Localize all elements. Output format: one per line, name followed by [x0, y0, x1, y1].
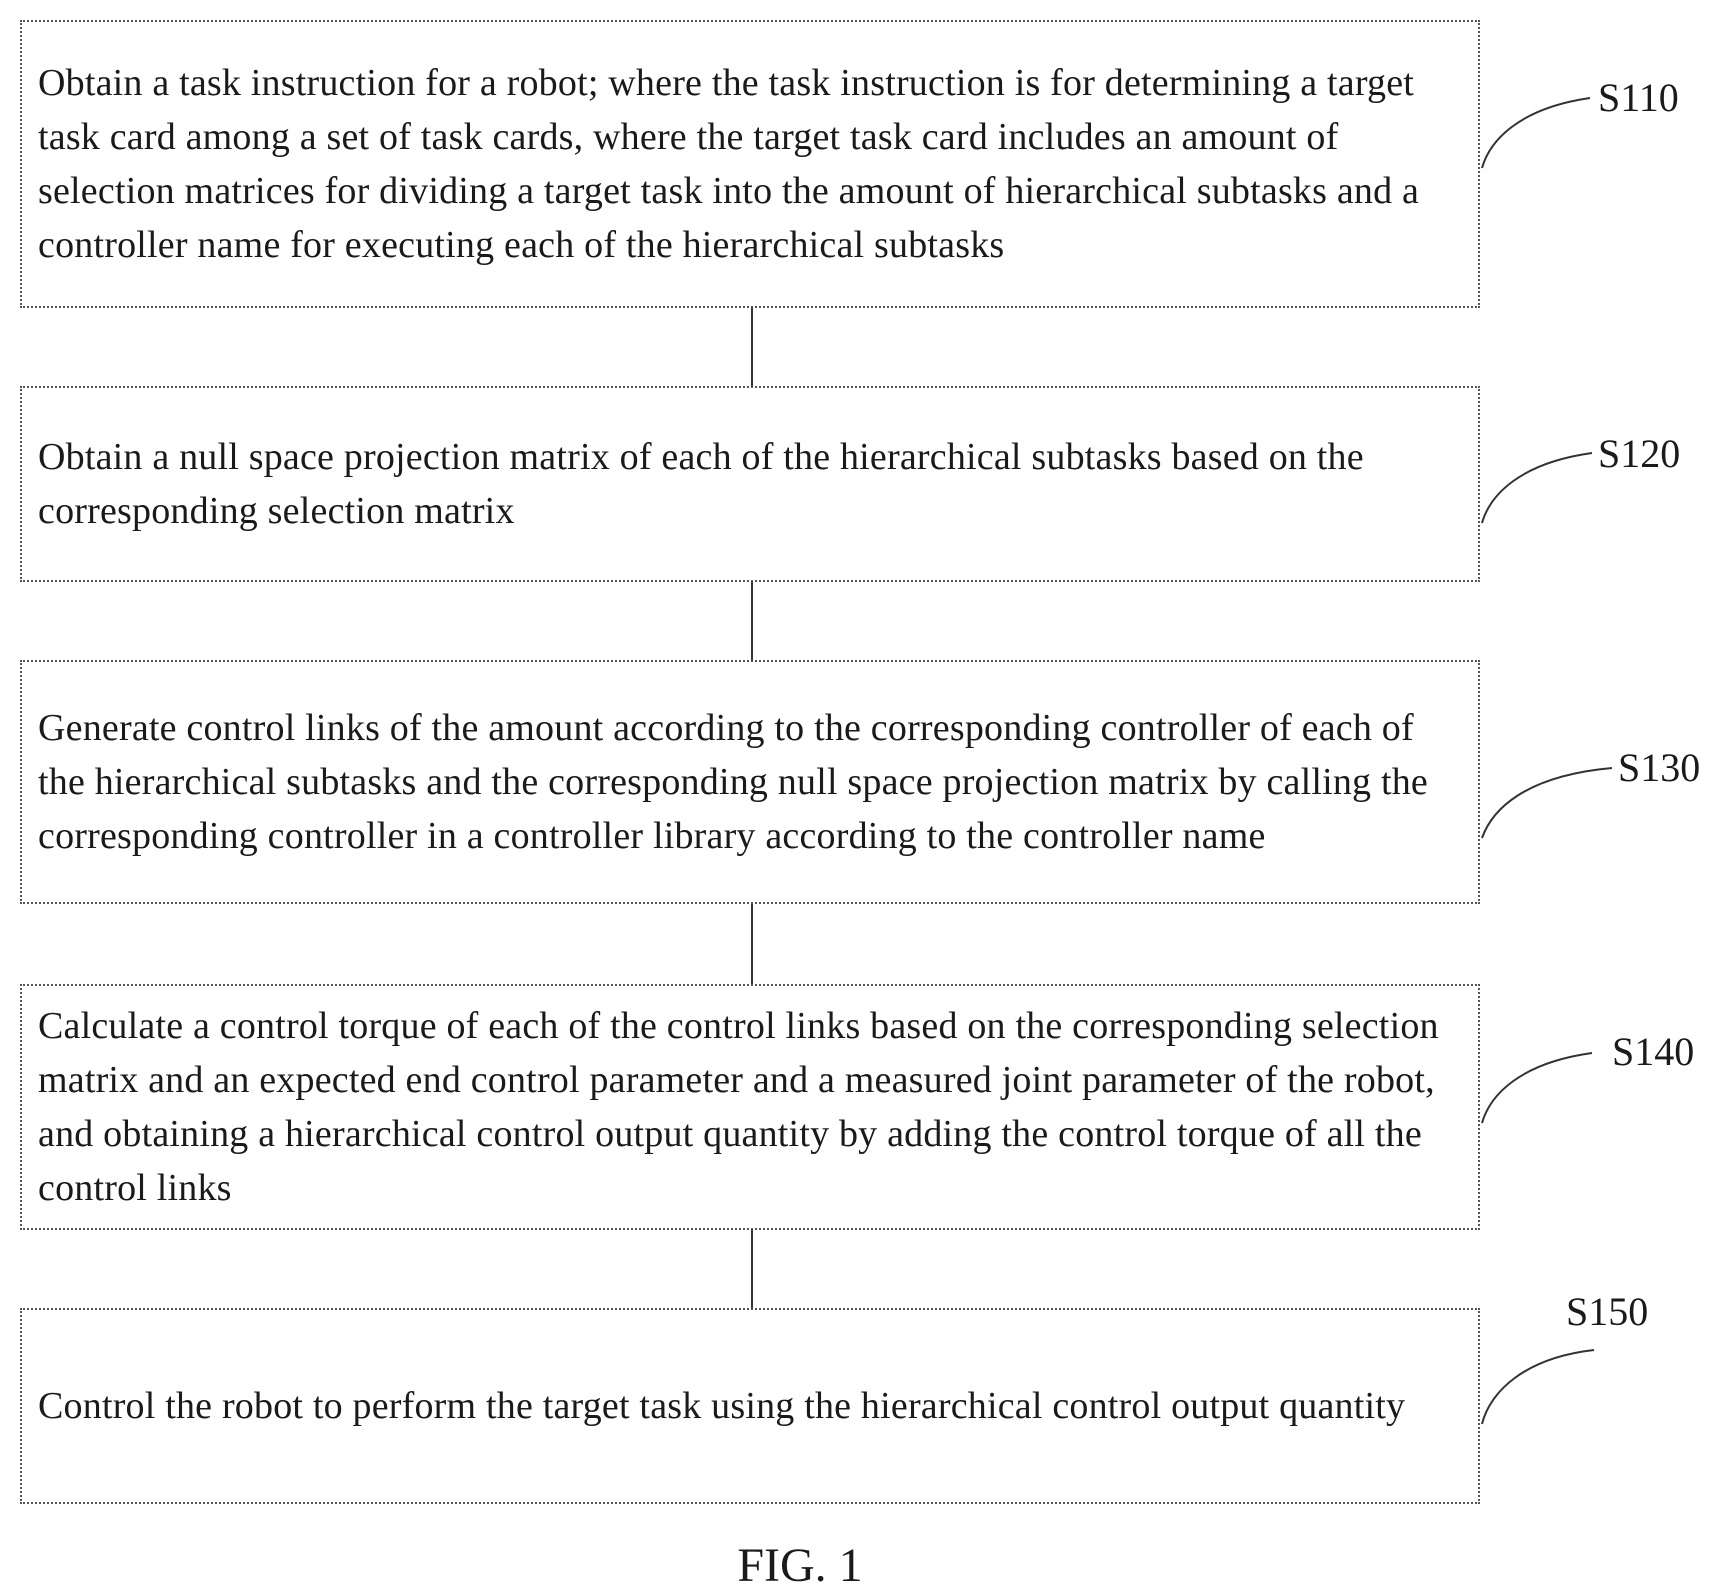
- step-label-s150: S150: [1566, 1290, 1648, 1334]
- step-box-s150: Control the robot to perform the target …: [20, 1308, 1480, 1504]
- step-box-s140: Calculate a control torque of each of th…: [20, 984, 1480, 1230]
- step-label-s130: S130: [1618, 746, 1700, 790]
- step-text-s140: Calculate a control torque of each of th…: [38, 999, 1462, 1215]
- step-box-s120: Obtain a null space projection matrix of…: [20, 386, 1480, 582]
- leader-line-s150: [1480, 1336, 1600, 1436]
- step-label-s110: S110: [1598, 76, 1679, 120]
- connector-s110-s120: [751, 308, 753, 386]
- connector-s120-s130: [751, 582, 753, 660]
- connector-s140-s150: [751, 1230, 753, 1308]
- connector-s130-s140: [751, 904, 753, 984]
- step-text-s130: Generate control links of the amount acc…: [38, 701, 1462, 863]
- figure-caption: FIG. 1: [0, 1540, 1600, 1592]
- step-text-s120: Obtain a null space projection matrix of…: [38, 430, 1462, 538]
- leader-line-s130: [1480, 760, 1620, 850]
- step-text-s150: Control the robot to perform the target …: [38, 1379, 1405, 1433]
- step-box-s110: Obtain a task instruction for a robot; w…: [20, 20, 1480, 308]
- step-label-s140: S140: [1612, 1030, 1694, 1074]
- leader-line-s110: [1480, 90, 1600, 180]
- leader-line-s120: [1480, 445, 1600, 535]
- step-label-s120: S120: [1598, 432, 1680, 476]
- step-box-s130: Generate control links of the amount acc…: [20, 660, 1480, 904]
- leader-line-s140: [1480, 1045, 1600, 1135]
- step-text-s110: Obtain a task instruction for a robot; w…: [38, 56, 1462, 272]
